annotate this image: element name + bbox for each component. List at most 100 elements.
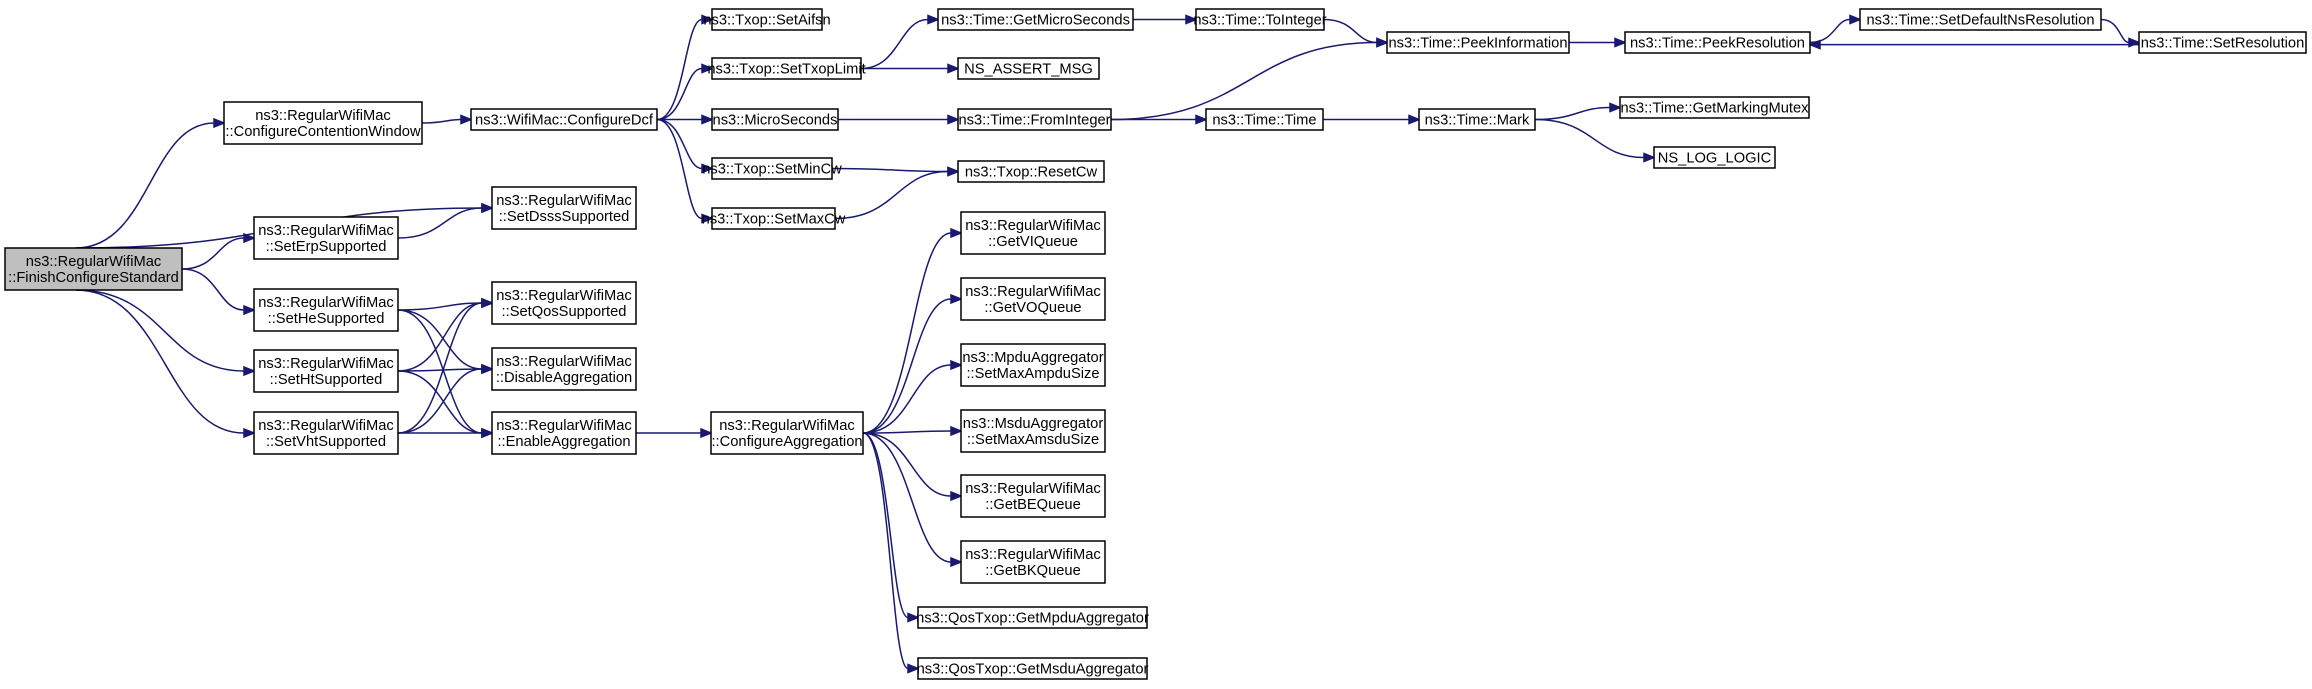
node-box xyxy=(1205,108,1324,131)
node-txoplimit[interactable]: ns3::Txop::SetTxopLimit xyxy=(707,57,866,80)
node-dsss[interactable]: ns3::RegularWifiMac::SetDsssSupported xyxy=(491,186,637,230)
edge-cfgagg-to-maxampdu xyxy=(862,359,964,434)
edge-vht-to-qos-arrowhead xyxy=(481,297,495,309)
node-peekinfo[interactable]: ns3::Time::PeekInformation xyxy=(1386,31,1570,54)
node-box xyxy=(223,101,423,145)
node-he[interactable]: ns3::RegularWifiMac::SetHeSupported xyxy=(253,288,399,332)
edge-cfgcw-to-dcf-arrowhead xyxy=(460,114,474,125)
node-label: ns3::Time::GetMicroSeconds xyxy=(941,13,1130,29)
edge-mark-to-marking xyxy=(1534,102,1623,121)
node-label: ns3::Time::PeekResolution xyxy=(1630,36,1805,52)
node-mincw[interactable]: ns3::Txop::SetMinCw xyxy=(702,157,842,180)
node-mark[interactable]: ns3::Time::Mark xyxy=(1418,108,1536,131)
node-label: ns3::RegularWifiMac xyxy=(255,108,391,124)
node-label: ::SetHeSupported xyxy=(268,311,385,327)
node-getmsdu[interactable]: ns3::QosTxop::GetMsduAggregator xyxy=(917,657,1149,680)
edge-cfgagg-to-getbe-arrowhead xyxy=(950,490,964,502)
node-label: ns3::Time::Time xyxy=(1212,113,1316,129)
node-micros[interactable]: ns3::MicroSeconds xyxy=(711,108,839,131)
node-marking[interactable]: ns3::Time::GetMarkingMutex xyxy=(1619,96,1810,119)
edge-dcf-to-aifsn xyxy=(656,14,715,121)
edge-vht-to-qos xyxy=(397,297,495,434)
node-setdefres[interactable]: ns3::Time::SetDefaultNsResolution xyxy=(1859,8,2102,31)
node-box xyxy=(957,57,1100,80)
edge-dcf-to-micros xyxy=(657,114,715,125)
node-label: ::SetQosSupported xyxy=(502,304,627,320)
node-label: ns3::Time::ToInteger xyxy=(1193,13,1326,29)
node-maxamsdu[interactable]: ns3::MsduAggregator::SetMaxAmsduSize xyxy=(960,409,1106,453)
node-enagg[interactable]: ns3::RegularWifiMac::EnableAggregation xyxy=(491,411,637,455)
edge-mark-to-marking-arrowhead xyxy=(1609,102,1623,113)
edge-finish-to-cfgcw-arrowhead xyxy=(213,117,227,129)
node-label: ns3::MicroSeconds xyxy=(713,113,838,129)
edge-cfgagg-to-getbk xyxy=(862,432,964,568)
node-ht[interactable]: ns3::RegularWifiMac::SetHtSupported xyxy=(253,349,399,393)
node-label: NS_LOG_LOGIC xyxy=(1658,151,1772,167)
node-box xyxy=(2138,31,2307,54)
node-toint[interactable]: ns3::Time::ToInteger xyxy=(1193,8,1327,31)
node-vht[interactable]: ns3::RegularWifiMac::SetVhtSupported xyxy=(253,411,399,455)
node-label: ::ConfigureAggregation xyxy=(711,434,862,450)
node-peekres[interactable]: ns3::Time::PeekResolution xyxy=(1624,31,1811,54)
edge-micros-to-fromint xyxy=(838,114,961,125)
node-assert[interactable]: NS_ASSERT_MSG xyxy=(957,57,1100,80)
node-label: ns3::Txop::SetAifsn xyxy=(703,13,830,29)
node-label: ::ConfigureContentionWindow xyxy=(225,124,421,140)
node-label: ::FinishConfigureStandard xyxy=(8,270,179,286)
edge-peekinfo-to-peekres xyxy=(1569,37,1628,48)
node-dcf[interactable]: ns3::WifiMac::ConfigureDcf xyxy=(470,108,658,131)
node-cfgagg[interactable]: ns3::RegularWifiMac::ConfigureAggregatio… xyxy=(710,411,864,455)
node-box xyxy=(711,207,836,230)
edge-getmicro-to-toint xyxy=(1133,14,1199,25)
node-time[interactable]: ns3::Time::Time xyxy=(1205,108,1324,131)
node-erp[interactable]: ns3::RegularWifiMac::SetErpSupported xyxy=(253,216,399,260)
edge-dcf-to-maxcw-arrowhead xyxy=(701,213,715,224)
node-getbk[interactable]: ns3::RegularWifiMac::GetBKQueue xyxy=(960,540,1106,584)
node-label: ns3::RegularWifiMac xyxy=(258,356,394,372)
edge-cfgcw-to-dcf xyxy=(421,114,474,125)
node-disagg[interactable]: ns3::RegularWifiMac::DisableAggregation xyxy=(491,347,637,391)
node-label: ns3::Time::Mark xyxy=(1425,113,1530,129)
node-getvo[interactable]: ns3::RegularWifiMac::GetVOQueue xyxy=(960,277,1106,321)
node-box xyxy=(960,540,1106,584)
node-label: ns3::QosTxop::GetMpduAggregator xyxy=(916,611,1149,627)
node-label: ns3::RegularWifiMac xyxy=(965,218,1101,234)
node-qos[interactable]: ns3::RegularWifiMac::SetQosSupported xyxy=(491,281,637,325)
edge-setres-to-peekres-arrowhead xyxy=(1807,39,1821,50)
edge-finish-to-erp xyxy=(181,232,257,270)
node-getmicro[interactable]: ns3::Time::GetMicroSeconds xyxy=(937,8,1134,31)
node-maxcw[interactable]: ns3::Txop::SetMaxCw xyxy=(702,207,846,230)
edge-txoplimit-to-assert xyxy=(860,63,961,74)
edge-micros-to-fromint-arrowhead xyxy=(947,114,961,125)
node-resetcw[interactable]: ns3::Txop::ResetCw xyxy=(957,160,1105,183)
edge-fromint-to-peekinfo xyxy=(1110,37,1390,121)
edge-finish-to-ht-arrowhead xyxy=(243,365,257,377)
node-label: ::GetVIQueue xyxy=(988,234,1078,250)
node-fromint[interactable]: ns3::Time::FromInteger xyxy=(957,108,1112,131)
edge-mark-to-loglogic xyxy=(1534,118,1657,163)
edge-getmicro-to-toint-arrowhead xyxy=(1185,14,1199,25)
node-getbe[interactable]: ns3::RegularWifiMac::GetBEQueue xyxy=(960,474,1106,518)
edge-dcf-to-aifsn-arrowhead xyxy=(701,14,715,25)
edge-cfgagg-to-maxampdu-arrowhead xyxy=(950,359,964,371)
node-aifsn[interactable]: ns3::Txop::SetAifsn xyxy=(703,8,831,31)
node-loglogic[interactable]: NS_LOG_LOGIC xyxy=(1653,146,1776,169)
node-box xyxy=(1653,146,1776,169)
node-setres[interactable]: ns3::Time::SetResolution xyxy=(2138,31,2307,54)
node-label: ::SetVhtSupported xyxy=(266,434,386,450)
edge-ht-to-enagg xyxy=(397,370,495,439)
node-label: ::GetBEQueue xyxy=(985,497,1081,513)
node-box xyxy=(1195,8,1325,31)
node-maxampdu[interactable]: ns3::MpduAggregator::SetMaxAmpduSize xyxy=(960,343,1106,387)
node-box xyxy=(1418,108,1536,131)
edge-setres-to-peekres xyxy=(1807,39,2139,50)
node-box xyxy=(253,216,399,260)
edge-peekres-to-setdefres xyxy=(1809,14,1863,44)
node-cfgcw[interactable]: ns3::RegularWifiMac::ConfigureContention… xyxy=(223,101,423,145)
node-finish[interactable]: ns3::RegularWifiMac::FinishConfigureStan… xyxy=(4,247,183,291)
edge-fromint-to-peekinfo-arrowhead xyxy=(1376,37,1390,48)
node-label: ns3::Txop::SetMaxCw xyxy=(702,212,846,228)
node-getmpdu[interactable]: ns3::QosTxop::GetMpduAggregator xyxy=(916,606,1149,629)
edge-time-to-mark-arrowhead xyxy=(1408,114,1422,125)
node-getvi[interactable]: ns3::RegularWifiMac::GetVIQueue xyxy=(960,211,1106,255)
